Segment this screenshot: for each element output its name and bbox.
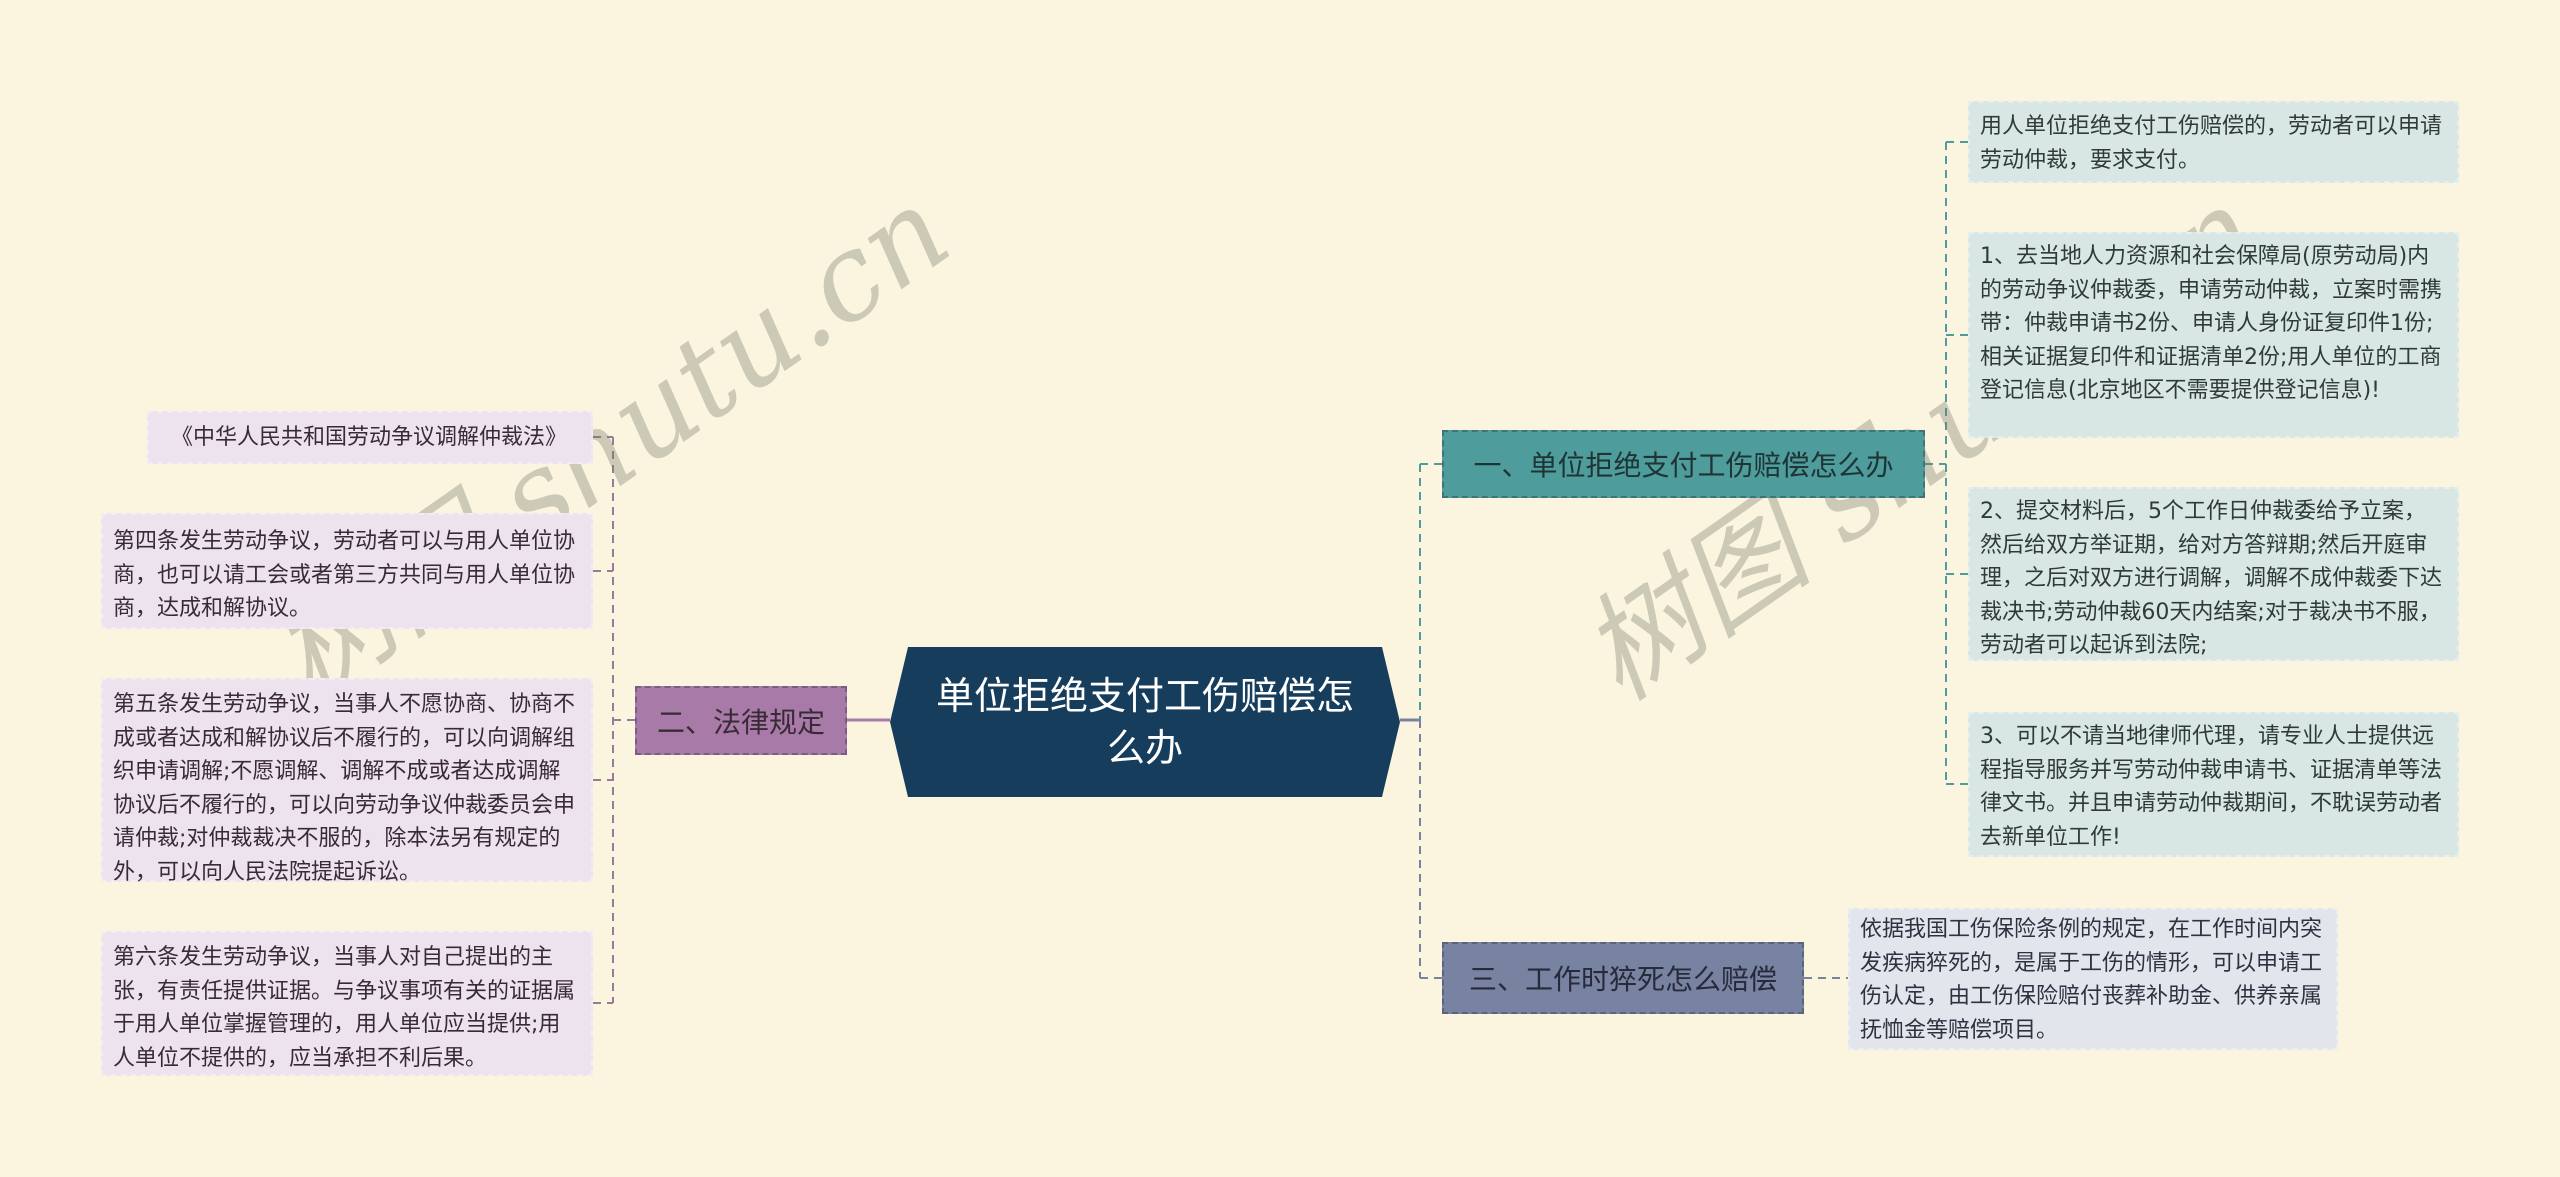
leaf-article-6[interactable]: 第六条发生劳动争议，当事人对自己提出的主张，有责任提供证据。与争议事项有关的证据… — [101, 931, 593, 1076]
leaf-article-6-text: 第六条发生劳动争议，当事人对自己提出的主张，有责任提供证据。与争议事项有关的证据… — [113, 945, 576, 1071]
branch-how-to-handle-refusal[interactable]: 一、单位拒绝支付工伤赔偿怎么办 — [1442, 430, 1925, 498]
leaf-step-2[interactable]: 2、提交材料后，5个工作日仲裁委给予立案，然后给双方举证期，给对方答辩期;然后开… — [1968, 487, 2459, 661]
central-topic-node[interactable]: 单位拒绝支付工伤赔偿怎么办 — [890, 647, 1400, 797]
branch-legal-provisions-label: 二、法律规定 — [656, 705, 825, 739]
leaf-article-5[interactable]: 第五条发生劳动争议，当事人不愿协商、协商不成或者达成和解协议后不履行的，可以向调… — [101, 678, 593, 885]
leaf-step-1[interactable]: 1、去当地人力资源和社会保障局(原劳动局)内的劳动争议仲裁委，申请劳动仲裁，立案… — [1968, 232, 2459, 438]
leaf-law-title-text: 《中华人民共和国劳动争议调解仲裁法》 — [170, 424, 567, 450]
central-topic-title: 单位拒绝支付工伤赔偿怎么办 — [935, 674, 1354, 770]
leaf-step-3-text: 3、可以不请当地律师代理，请专业人士提供远程指导服务并写劳动仲裁申请书、证据清单… — [1980, 724, 2443, 850]
leaf-article-5-text: 第五条发生劳动争议，当事人不愿协商、协商不成或者达成和解协议后不履行的，可以向调… — [113, 692, 576, 885]
leaf-article-4[interactable]: 第四条发生劳动争议，劳动者可以与用人单位协商，也可以请工会或者第三方共同与用人单… — [101, 513, 593, 629]
central-hexagon-shape — [890, 647, 1400, 797]
leaf-article-4-text: 第四条发生劳动争议，劳动者可以与用人单位协商，也可以请工会或者第三方共同与用人单… — [113, 529, 576, 621]
leaf-law-title[interactable]: 《中华人民共和国劳动争议调解仲裁法》 — [147, 411, 593, 464]
branch-legal-provisions[interactable]: 二、法律规定 — [635, 686, 847, 755]
leaf-apply-arbitration[interactable]: 用人单位拒绝支付工伤赔偿的，劳动者可以申请劳动仲裁，要求支付。 — [1968, 101, 2459, 183]
leaf-step-2-text: 2、提交材料后，5个工作日仲裁委给予立案，然后给双方举证期，给对方答辩期;然后开… — [1980, 499, 2443, 658]
branch-sudden-death-compensation-label: 三、工作时猝死怎么赔偿 — [1468, 963, 1777, 996]
branch-how-to-handle-refusal-label: 一、单位拒绝支付工伤赔偿怎么办 — [1473, 449, 1894, 482]
leaf-step-1-text: 1、去当地人力资源和社会保障局(原劳动局)内的劳动争议仲裁委，申请劳动仲裁，立案… — [1980, 244, 2443, 403]
leaf-apply-arbitration-text: 用人单位拒绝支付工伤赔偿的，劳动者可以申请劳动仲裁，要求支付。 — [1980, 114, 2443, 173]
leaf-step-3[interactable]: 3、可以不请当地律师代理，请专业人士提供远程指导服务并写劳动仲裁申请书、证据清单… — [1968, 712, 2459, 857]
branch-sudden-death-compensation[interactable]: 三、工作时猝死怎么赔偿 — [1442, 942, 1804, 1014]
leaf-sudden-death-info-text: 依据我国工伤保险条例的规定，在工作时间内突发疾病猝死的，是属于工伤的情形，可以申… — [1860, 917, 2323, 1043]
leaf-sudden-death-info[interactable]: 依据我国工伤保险条例的规定，在工作时间内突发疾病猝死的，是属于工伤的情形，可以申… — [1848, 908, 2338, 1050]
